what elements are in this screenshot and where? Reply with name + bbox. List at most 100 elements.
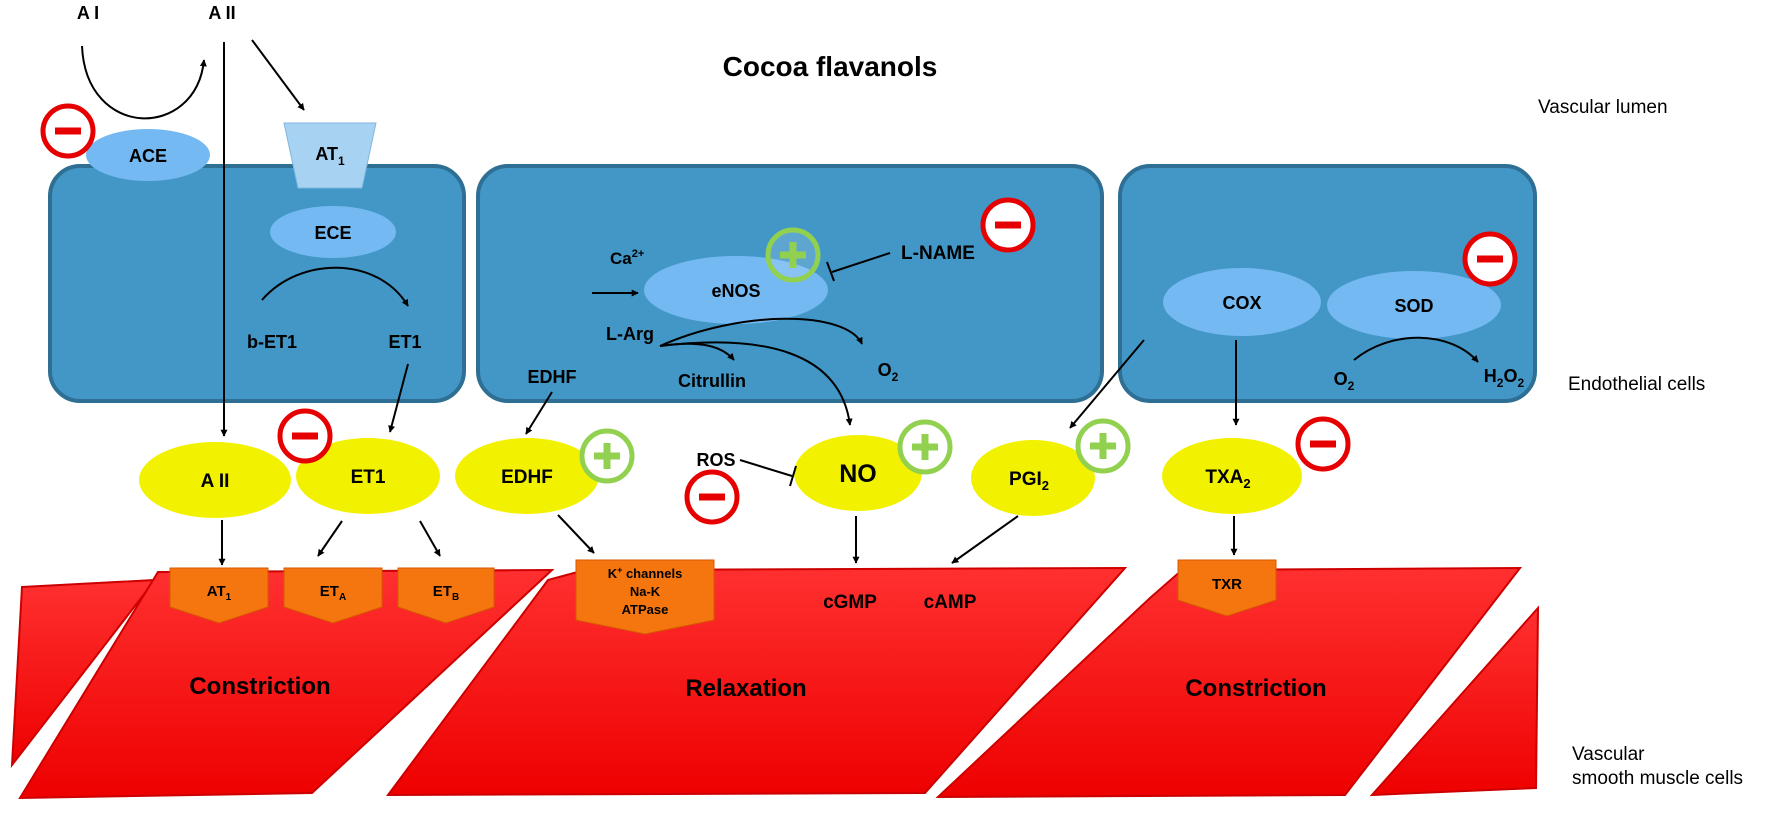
h2o2-sub-1: 2	[1497, 376, 1504, 390]
mediator-et1-label: ET1	[351, 467, 386, 488]
mediator-pgi2	[971, 440, 1095, 516]
big-et1-label: b-ET1	[247, 332, 297, 352]
receptor-etb: ETB	[397, 567, 495, 624]
cox-enzyme	[1163, 268, 1321, 336]
h2o2-label-h: H	[1484, 366, 1497, 386]
minus-sign-icon	[980, 197, 1036, 253]
receptor-k-channels: K+ channels Na-K ATPase	[575, 559, 715, 635]
inhibit-lname-enos-bar	[826, 261, 835, 282]
arrow-et1-to-eta	[317, 520, 343, 557]
mediator-et1	[296, 438, 440, 514]
atpase-label: ATPase	[622, 602, 669, 617]
diagram-title: Cocoa flavanols	[723, 51, 938, 82]
muscle-cell-right	[935, 566, 1523, 799]
plus-sign-icon	[897, 419, 953, 475]
arrow-edhf-to-k-channel	[557, 514, 595, 554]
arrow-larg-to-no	[659, 341, 853, 426]
arrow-ai-to-aii	[81, 45, 207, 120]
mediator-txa2	[1162, 438, 1302, 514]
h2o2-label-o: O	[1503, 366, 1517, 386]
cox-label: COX	[1222, 293, 1261, 313]
l-arg-label: L-Arg	[606, 324, 654, 344]
svg-text:Ca2+: Ca2+	[610, 248, 644, 268]
receptor-etb-label: ET	[433, 583, 452, 600]
arrow-edhf-cell-to-mediator	[525, 391, 553, 435]
receptor-at1: AT1	[169, 567, 269, 624]
enos-enzyme	[644, 256, 828, 324]
o2-cell3-label: O	[1334, 369, 1348, 389]
pathway-arrows	[81, 39, 1479, 566]
arrow-aii-to-at1	[251, 39, 305, 111]
arrow-bet1-to-et1	[261, 266, 409, 307]
ece-label: ECE	[314, 223, 351, 243]
receptor-at1-sub: 1	[226, 592, 232, 603]
receptor-eta-label: ET	[320, 583, 339, 600]
smooth-muscle-layer	[10, 566, 1540, 800]
minus-sign-icon	[40, 103, 96, 159]
region-endothelial-label: Endothelial cells	[1568, 374, 1705, 395]
k-channel-label: K	[608, 566, 618, 581]
sod-enzyme	[1327, 271, 1501, 339]
receptor-eta: ETA	[283, 567, 383, 624]
ros-label: ROS	[696, 450, 735, 470]
inhibit-ros-no-bar	[789, 465, 797, 487]
mediator-txa2-label: TXA	[1205, 467, 1243, 488]
svg-text:PGI2: PGI2	[1009, 469, 1049, 493]
arrow-et1-to-etb	[419, 520, 441, 557]
enos-label: eNOS	[711, 281, 760, 301]
at1-receptor-lumen	[283, 122, 377, 189]
plus-sign-icon	[765, 227, 821, 283]
minus-sign-icon	[1295, 416, 1351, 472]
arrow-cox-to-pgi2	[1069, 339, 1145, 429]
citrullin-label: Citrullin	[678, 371, 746, 391]
svg-text:AT1: AT1	[207, 583, 232, 603]
mediator-no	[794, 435, 922, 511]
mediator-edhf	[455, 438, 599, 514]
arrow-o2-to-h2o2	[1353, 336, 1479, 363]
k-channel-rest: channels	[622, 566, 682, 581]
arrow-et1-cell-to-mediator	[388, 363, 409, 433]
mediator-edhf-label: EDHF	[501, 467, 553, 488]
inhibit-ros-no	[739, 459, 793, 477]
mediator-pgi2-label: PGI	[1009, 469, 1042, 490]
muscle-cell-far-left	[10, 578, 158, 769]
muscle-constriction-left-label: Constriction	[189, 673, 330, 700]
receptor-txr: TXR	[1177, 559, 1277, 617]
sod-label: SOD	[1394, 296, 1433, 316]
minus-sign-icon	[1462, 231, 1518, 287]
plus-sign-icon	[1075, 418, 1131, 474]
receptor-etb-sub: B	[452, 592, 459, 603]
na-k-label: Na-K	[630, 584, 661, 599]
endothelial-cell-right	[1118, 164, 1537, 403]
h2o2-sub-2: 2	[1518, 376, 1525, 390]
inhibit-lname-enos	[831, 252, 891, 273]
mediator-txa2-sub: 2	[1243, 476, 1250, 491]
ace-label: ACE	[129, 146, 167, 166]
svg-text:K+ channels: K+ channels	[608, 565, 683, 581]
muscle-cell-far-right	[1369, 605, 1540, 797]
svg-text:O2: O2	[1334, 369, 1355, 393]
muscle-relaxation-label: Relaxation	[685, 675, 806, 702]
endothelial-cell-left	[48, 164, 466, 403]
svg-text:H2O2: H2O2	[1484, 366, 1525, 390]
minus-sign-icon	[277, 408, 333, 464]
k-channel-sup: +	[617, 565, 622, 575]
svg-text:O2: O2	[878, 360, 899, 384]
svg-text:AT1: AT1	[315, 144, 345, 168]
angiotensin-2-label: A II	[208, 3, 235, 23]
mediator-a2	[139, 442, 291, 518]
ece-enzyme	[270, 206, 396, 258]
at1-lumen-label: AT	[315, 144, 338, 164]
svg-text:TXA2: TXA2	[1205, 467, 1250, 491]
angiotensin-1-label: A I	[77, 3, 99, 23]
arrow-larg-to-o2	[659, 317, 863, 347]
region-smooth-muscle-label-line2: smooth muscle cells	[1572, 768, 1743, 789]
muscle-constriction-right-label: Constriction	[1185, 675, 1326, 702]
region-smooth-muscle-label-line1: Vascular	[1572, 744, 1645, 765]
mediator-a2-label: A II	[201, 471, 230, 492]
o2-cell2-sub: 2	[892, 370, 899, 384]
o2-cell3-sub: 2	[1348, 379, 1355, 393]
minus-sign-icon	[684, 469, 740, 525]
at1-lumen-sub: 1	[338, 154, 345, 168]
receptor-at1-label: AT	[207, 583, 226, 600]
